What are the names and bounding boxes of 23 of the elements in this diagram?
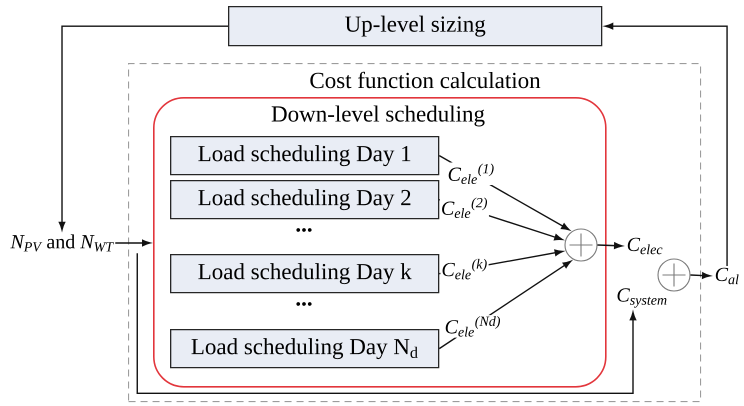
process-box: Load scheduling Day N$_{d}$	[170, 329, 440, 368]
arrow	[115, 240, 151, 246]
process-box: Load scheduling Day 2	[170, 180, 440, 220]
ellipsis: ...	[296, 302, 312, 306]
process-box: Up-level sizing	[228, 6, 602, 46]
edge-label: C$_{ele}$(k)	[440, 258, 489, 280]
math-label: N$_{PV}$ and N$_{WT}$	[10, 234, 114, 252]
summing-junction	[657, 258, 691, 292]
arrow	[604, 22, 728, 266]
edge-label: C$_{ele}$(Nd)	[444, 315, 502, 338]
process-box: Load scheduling Day 1	[170, 136, 440, 176]
edge-label: C$_{ele}$(2)	[440, 196, 489, 220]
edge-label: C$_{ele}$(1)	[446, 162, 496, 186]
math-label: C$_{system}$	[618, 288, 666, 308]
math-label: C$_{al}$	[716, 268, 739, 284]
math-label: C$_{elec}$	[628, 238, 662, 254]
arrow	[58, 25, 228, 230]
summing-junction	[564, 228, 598, 262]
arrow	[136, 253, 636, 394]
arrow	[690, 272, 711, 279]
ellipsis: ...	[296, 228, 312, 232]
process-box: Load scheduling Day k	[170, 254, 440, 294]
arrow	[598, 242, 623, 249]
